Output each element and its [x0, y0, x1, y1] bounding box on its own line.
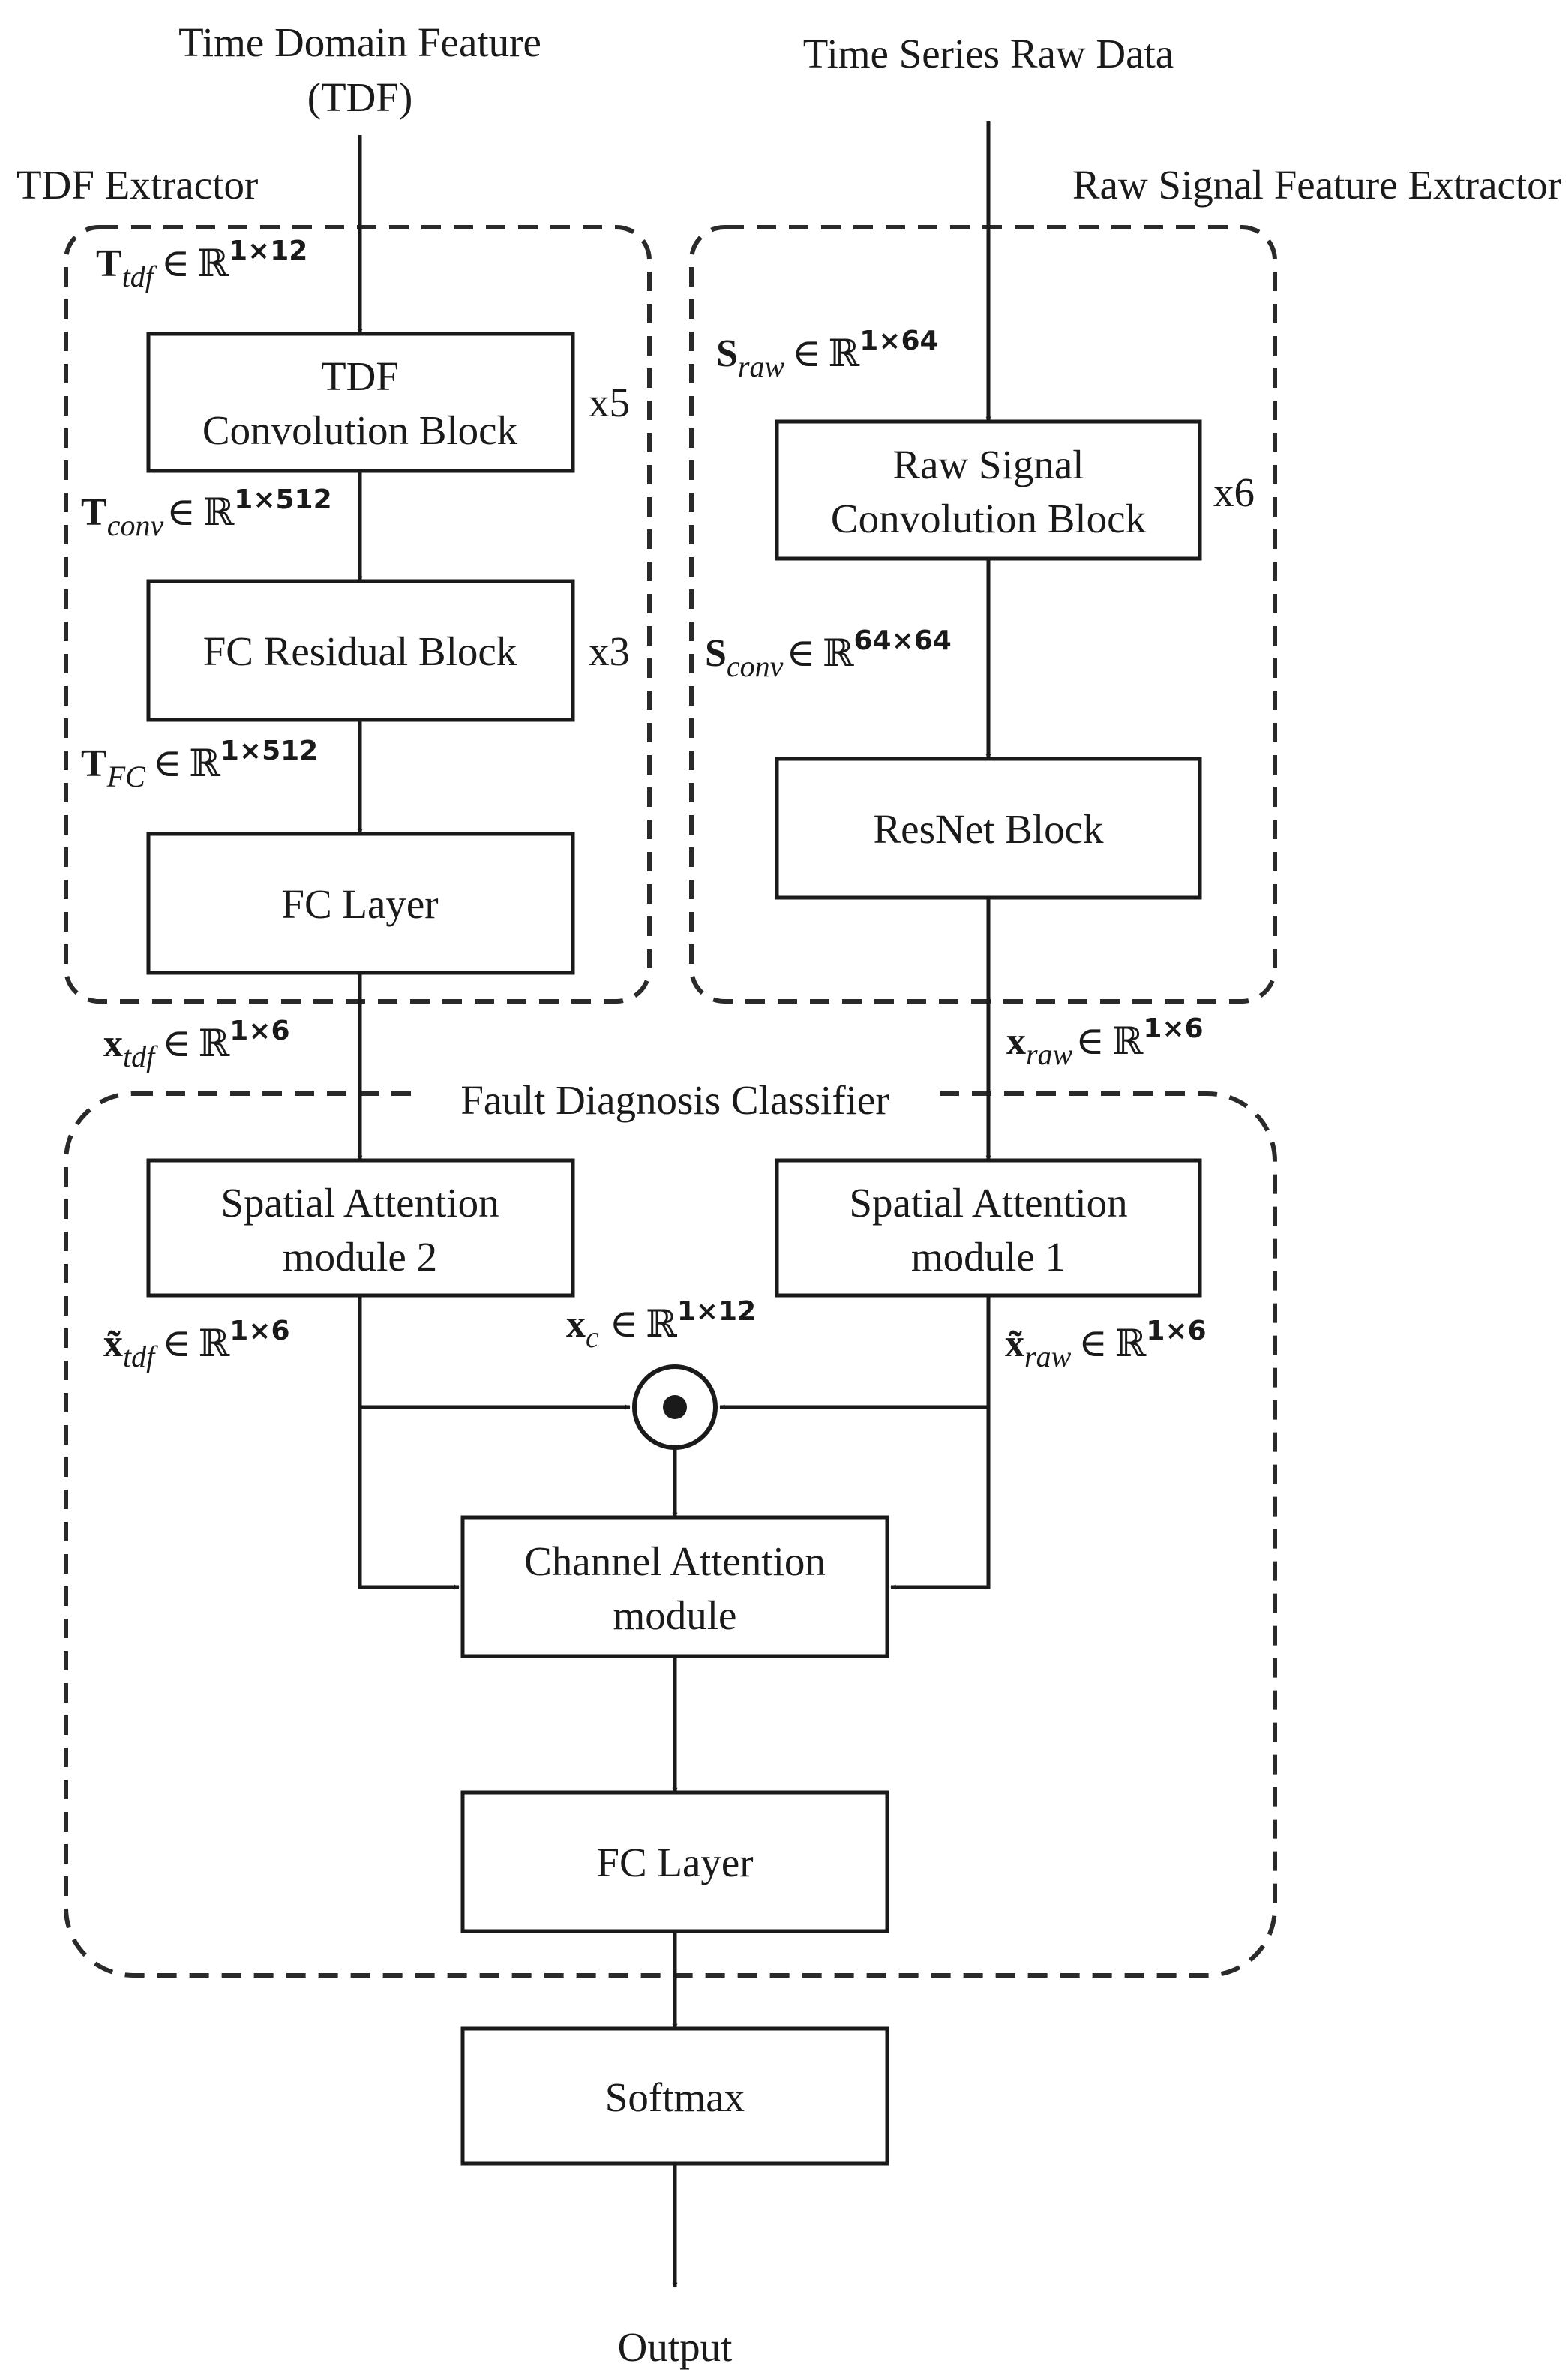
sa2-label-2: module 2 [283, 1234, 437, 1280]
repeat-fc-residual: x3 [589, 628, 630, 674]
tdf-input-label-2: (TDF) [307, 74, 413, 120]
tdf-extractor-title: TDF Extractor [16, 162, 258, 208]
output-label: Output [618, 2324, 733, 2370]
t-fc-annotation: TFC∈ℝ1×512 [81, 736, 318, 794]
x-tdf-annotation: xtdf∈ℝ1×6 [103, 1016, 290, 1073]
sa2-label-1: Spatial Attention [220, 1180, 499, 1226]
s-raw-annotation: Sraw∈ℝ1×64 [716, 326, 939, 383]
resnet-block [775, 757, 1202, 900]
tdf-extractor-group [64, 225, 652, 1004]
spatial-attention-module-2 [146, 1158, 575, 1298]
softmax-block [460, 2026, 889, 2166]
line-sa2-to-ca [358, 1407, 460, 1590]
raw-conv-label-1: Raw Signal [892, 442, 1084, 488]
channel-attention-module [460, 1515, 889, 1658]
fc-residual-block [146, 579, 575, 722]
tdf-convolution-block [146, 332, 575, 473]
sa1-label-1: Spatial Attention [849, 1180, 1127, 1226]
x-raw-annotation: xraw∈ℝ1×6 [1006, 1013, 1204, 1071]
spatial-attention-module-1 [775, 1158, 1202, 1298]
fc-layer-cls-label: FC Layer [596, 1840, 753, 1886]
fc-residual-label: FC Residual Block [203, 628, 517, 674]
tdf-conv-label-1: TDF [321, 353, 399, 399]
fc-layer-classifier [460, 1790, 889, 1934]
tdf-input-label-1: Time Domain Feature [178, 20, 541, 65]
softmax-label: Softmax [605, 2074, 745, 2120]
raw-input-label: Time Series Raw Data [803, 31, 1174, 76]
connectors [357, 122, 991, 2288]
classifier-group [64, 1091, 1277, 1978]
s-conv-annotation: Sconv∈ℝ64×64 [705, 626, 952, 683]
raw-signal-convolution-block [775, 419, 1202, 561]
classifier-title: Fault Diagnosis Classifier [460, 1077, 889, 1123]
fc-layer-tdf [146, 832, 575, 975]
repeat-tdf-conv: x5 [589, 380, 630, 425]
repeat-raw-conv: x6 [1213, 470, 1255, 515]
elementwise-product-circle-dot-icon [632, 1364, 718, 1450]
fc-layer-tdf-label: FC Layer [281, 881, 438, 927]
t-conv-annotation: Tconv∈ℝ1×512 [81, 484, 332, 542]
resnet-label: ResNet Block [873, 806, 1104, 852]
x-c-annotation: xc∈ℝ1×12 [566, 1296, 756, 1354]
x-tilde-tdf-annotation: x̃tdf∈ℝ1×6 [103, 1316, 290, 1373]
fusion-connectors [358, 1295, 991, 1590]
line-sa1-to-fusion [719, 1295, 991, 1410]
raw-conv-label-2: Convolution Block [831, 496, 1147, 542]
ca-label-2: module [613, 1592, 737, 1638]
raw-extractor-group [689, 225, 1277, 1004]
tdf-conv-label-2: Convolution Block [202, 407, 518, 453]
t-tdf-annotation: Ttdf∈ℝ1×12 [96, 236, 307, 293]
sa1-label-2: module 1 [911, 1234, 1066, 1280]
ca-label-1: Channel Attention [524, 1538, 826, 1584]
classifier-title-bg [420, 1074, 930, 1116]
raw-extractor-title: Raw Signal Feature Extractor [1072, 162, 1561, 208]
line-sa1-to-ca [890, 1407, 991, 1590]
x-tilde-raw-annotation: x̃raw∈ℝ1×6 [1005, 1316, 1207, 1373]
